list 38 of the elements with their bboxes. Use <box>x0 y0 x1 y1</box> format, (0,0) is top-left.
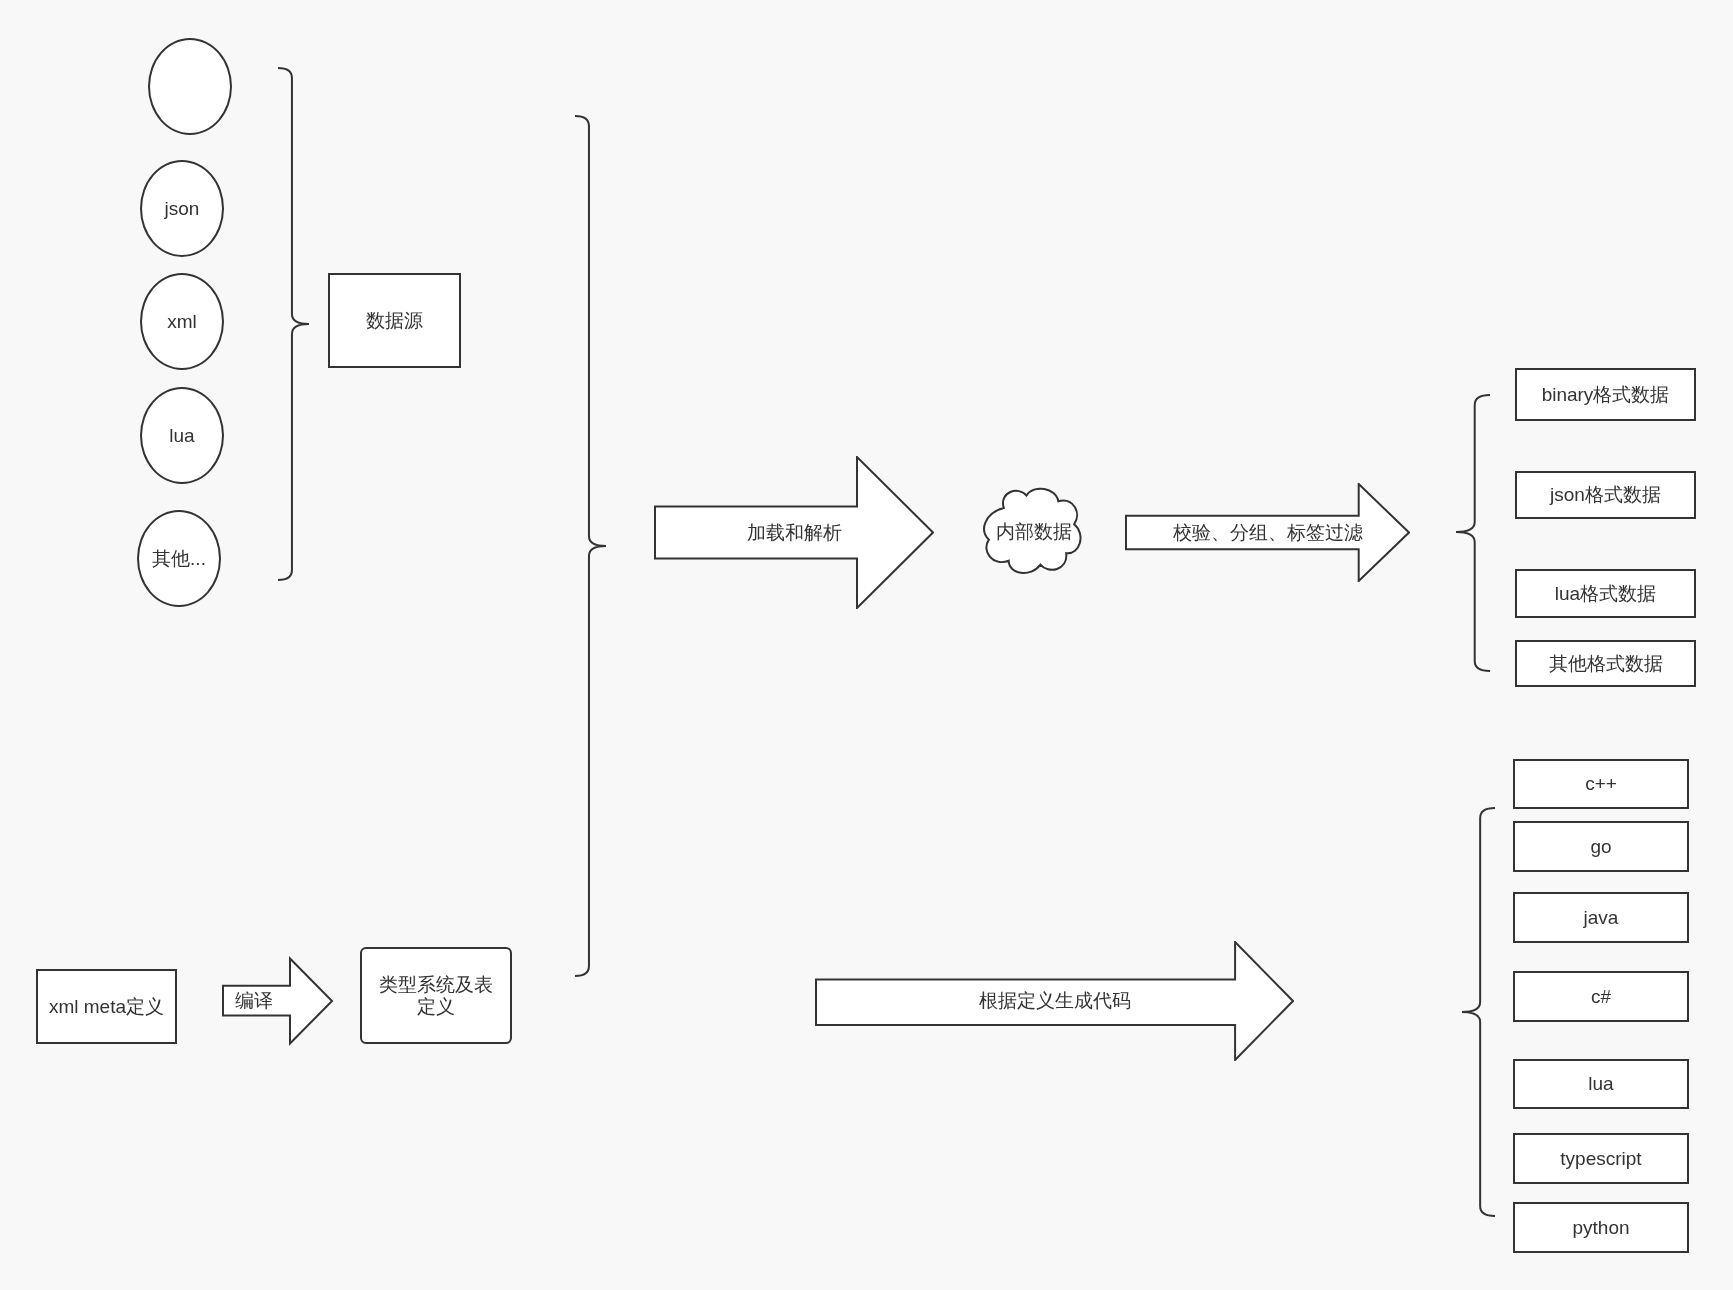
node-text: python <box>1572 1216 1630 1239</box>
node-text: lua <box>1588 1073 1614 1095</box>
node-text: 数据源 <box>366 309 423 332</box>
node-text: xml meta定义 <box>48 995 165 1018</box>
process-box <box>36 969 177 1044</box>
node-text: 根据定义生成代码 <box>978 990 1131 1012</box>
node-text: json格式数据 <box>1550 484 1661 506</box>
node-text: json <box>164 197 200 220</box>
process-box <box>1513 1059 1689 1109</box>
process-box <box>1513 971 1689 1022</box>
node-text: 其他格式数据 <box>1548 652 1663 675</box>
block-arrow <box>222 956 334 1046</box>
process-box <box>1515 471 1696 519</box>
node-text: 其他... <box>152 547 206 570</box>
node-text: 内部数据 <box>995 521 1072 543</box>
node-text: go <box>1590 835 1612 858</box>
process-box <box>1513 821 1689 872</box>
node-text: 加载和解析 <box>746 521 842 544</box>
node-text: java <box>1583 906 1619 929</box>
node-text: lua格式数据 <box>1554 582 1657 605</box>
edge-label: 编译 <box>235 990 273 1012</box>
process-box <box>1513 892 1689 943</box>
node-text: lua <box>169 424 195 447</box>
process-box <box>1515 368 1696 421</box>
process-box <box>1515 569 1696 618</box>
node-text: 校验、分组、标签过滤 <box>1172 521 1363 544</box>
node-text: xml <box>167 310 197 333</box>
node-text: 类型系统及表定义 <box>378 973 494 1018</box>
process-box <box>360 947 512 1044</box>
node-text: c# <box>1590 985 1612 1008</box>
process-box <box>1513 759 1689 809</box>
process-box <box>1515 640 1696 687</box>
process-box <box>1513 1133 1689 1184</box>
node-text: binary格式数据 <box>1541 383 1670 406</box>
node-text: typescript <box>1560 1147 1642 1170</box>
process-box <box>328 273 461 368</box>
node-text: c++ <box>1585 773 1617 795</box>
process-box <box>1513 1202 1689 1253</box>
